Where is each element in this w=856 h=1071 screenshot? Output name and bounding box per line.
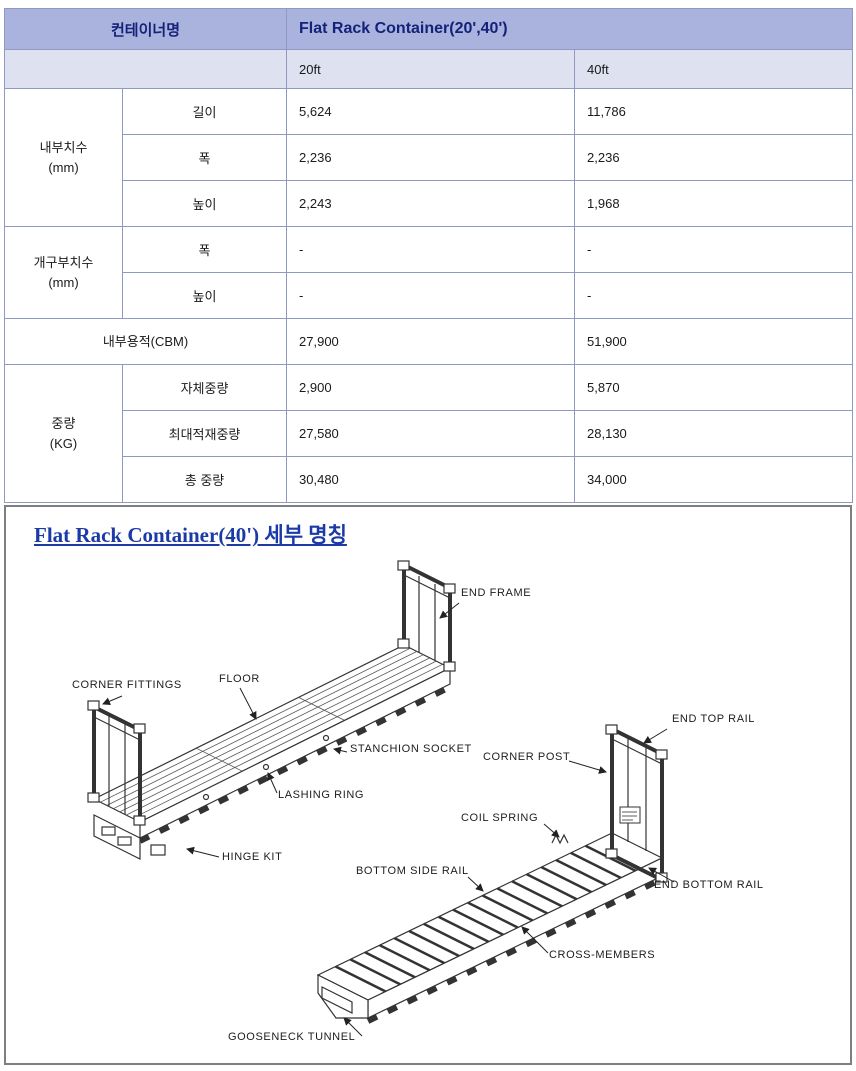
table-row: 개구부치수 (mm) 폭 - - bbox=[4, 226, 854, 319]
value-40ft: 2,236 bbox=[574, 134, 854, 181]
diagram-label-corner-fittings: CORNER FITTINGS bbox=[72, 679, 182, 691]
spec-table: 컨테이너명 Flat Rack Container(20',40') 20ft … bbox=[3, 8, 854, 503]
table-row: 내부치수 (mm) 길이 5,624 11,786 bbox=[4, 88, 854, 227]
row-label-height: 높이 bbox=[121, 272, 288, 319]
table-row: 높이 2,243 1,968 bbox=[5, 180, 854, 227]
value-20ft: - bbox=[286, 226, 576, 273]
diagram-label-gooseneck-tunnel: GOOSENECK TUNNEL bbox=[228, 1031, 356, 1043]
table-row: 총 중량 30,480 34,000 bbox=[5, 456, 854, 503]
value-40ft: 34,000 bbox=[574, 456, 854, 503]
diagram-title: Flat Rack Container(40') 세부 명칭 bbox=[34, 523, 347, 547]
row-label-length: 길이 bbox=[121, 88, 288, 135]
diagram-label-end-top-rail: END TOP RAIL bbox=[672, 713, 756, 725]
value-20ft: 2,900 bbox=[286, 364, 576, 411]
table-row: 최대적재중량 27,580 28,130 bbox=[5, 410, 854, 457]
value-20ft: 27,900 bbox=[286, 318, 576, 365]
diagram-label-bottom-side-rail: BOTTOM SIDE RAIL bbox=[356, 865, 469, 877]
diagram-label-end-bottom-rail: END BOTTOM RAIL bbox=[654, 879, 764, 891]
diagram-label-cross-members: CROSS-MEMBERS bbox=[549, 949, 656, 961]
row-label-width: 폭 bbox=[121, 226, 288, 273]
value-20ft: 5,624 bbox=[286, 88, 576, 135]
table-row: 높이 - - bbox=[5, 272, 854, 319]
value-20ft: 2,243 bbox=[286, 180, 576, 227]
row-label-height: 높이 bbox=[121, 180, 288, 227]
row-label-gross-weight: 총 중량 bbox=[121, 456, 288, 503]
column-40ft: 40ft bbox=[574, 49, 854, 89]
row-label-max-payload: 최대적재중량 bbox=[121, 410, 288, 457]
row-label-tare-weight: 자체중량 bbox=[121, 364, 288, 411]
table-row: 내부용적(CBM) 27,900 51,900 bbox=[3, 318, 854, 365]
value-40ft: 28,130 bbox=[574, 410, 854, 457]
value-20ft: - bbox=[286, 272, 576, 319]
diagram-label-hinge-kit: HINGE KIT bbox=[222, 851, 283, 863]
group-internal-dimensions: 내부치수 (mm) bbox=[4, 88, 123, 227]
diagram-label-stanchion-socket: STANCHION SOCKET bbox=[350, 743, 472, 755]
value-40ft: 1,968 bbox=[574, 180, 854, 227]
table-header-row: 컨테이너명 Flat Rack Container(20',40') bbox=[3, 8, 854, 50]
value-40ft: - bbox=[574, 226, 854, 273]
flat-rack-container-drawing bbox=[87, 560, 675, 1037]
diagram-panel: Flat Rack Container(40') 세부 명칭 bbox=[4, 505, 852, 1065]
container-title-header: Flat Rack Container(20',40') bbox=[286, 8, 854, 50]
size-columns-row: 20ft 40ft bbox=[3, 49, 854, 89]
value-40ft: - bbox=[574, 272, 854, 319]
diagram-label-coil-spring: COIL SPRING bbox=[461, 812, 539, 824]
column-20ft: 20ft bbox=[286, 49, 576, 89]
container-name-header: 컨테이너명 bbox=[3, 8, 288, 50]
diagram-label-end-frame: END FRAME bbox=[461, 587, 532, 599]
group-opening-dimensions: 개구부치수 (mm) bbox=[4, 226, 123, 319]
table-row: 폭 2,236 2,236 bbox=[5, 134, 854, 181]
value-40ft: 11,786 bbox=[574, 88, 854, 135]
row-label-width: 폭 bbox=[121, 134, 288, 181]
value-20ft: 30,480 bbox=[286, 456, 576, 503]
diagram-label-corner-post: CORNER POST bbox=[483, 751, 571, 763]
value-40ft: 51,900 bbox=[574, 318, 854, 365]
group-weight: 중량 (KG) bbox=[4, 364, 123, 503]
diagram-label-floor: FLOOR bbox=[219, 673, 260, 685]
diagram-label-lashing-ring: LASHING RING bbox=[278, 789, 365, 801]
value-20ft: 2,236 bbox=[286, 134, 576, 181]
value-40ft: 5,870 bbox=[574, 364, 854, 411]
table-row: 중량 (KG) 자체중량 2,900 5,870 bbox=[4, 364, 854, 503]
value-20ft: 27,580 bbox=[286, 410, 576, 457]
group-internal-capacity: 내부용적(CBM) bbox=[3, 318, 288, 365]
empty-cell bbox=[3, 49, 288, 89]
